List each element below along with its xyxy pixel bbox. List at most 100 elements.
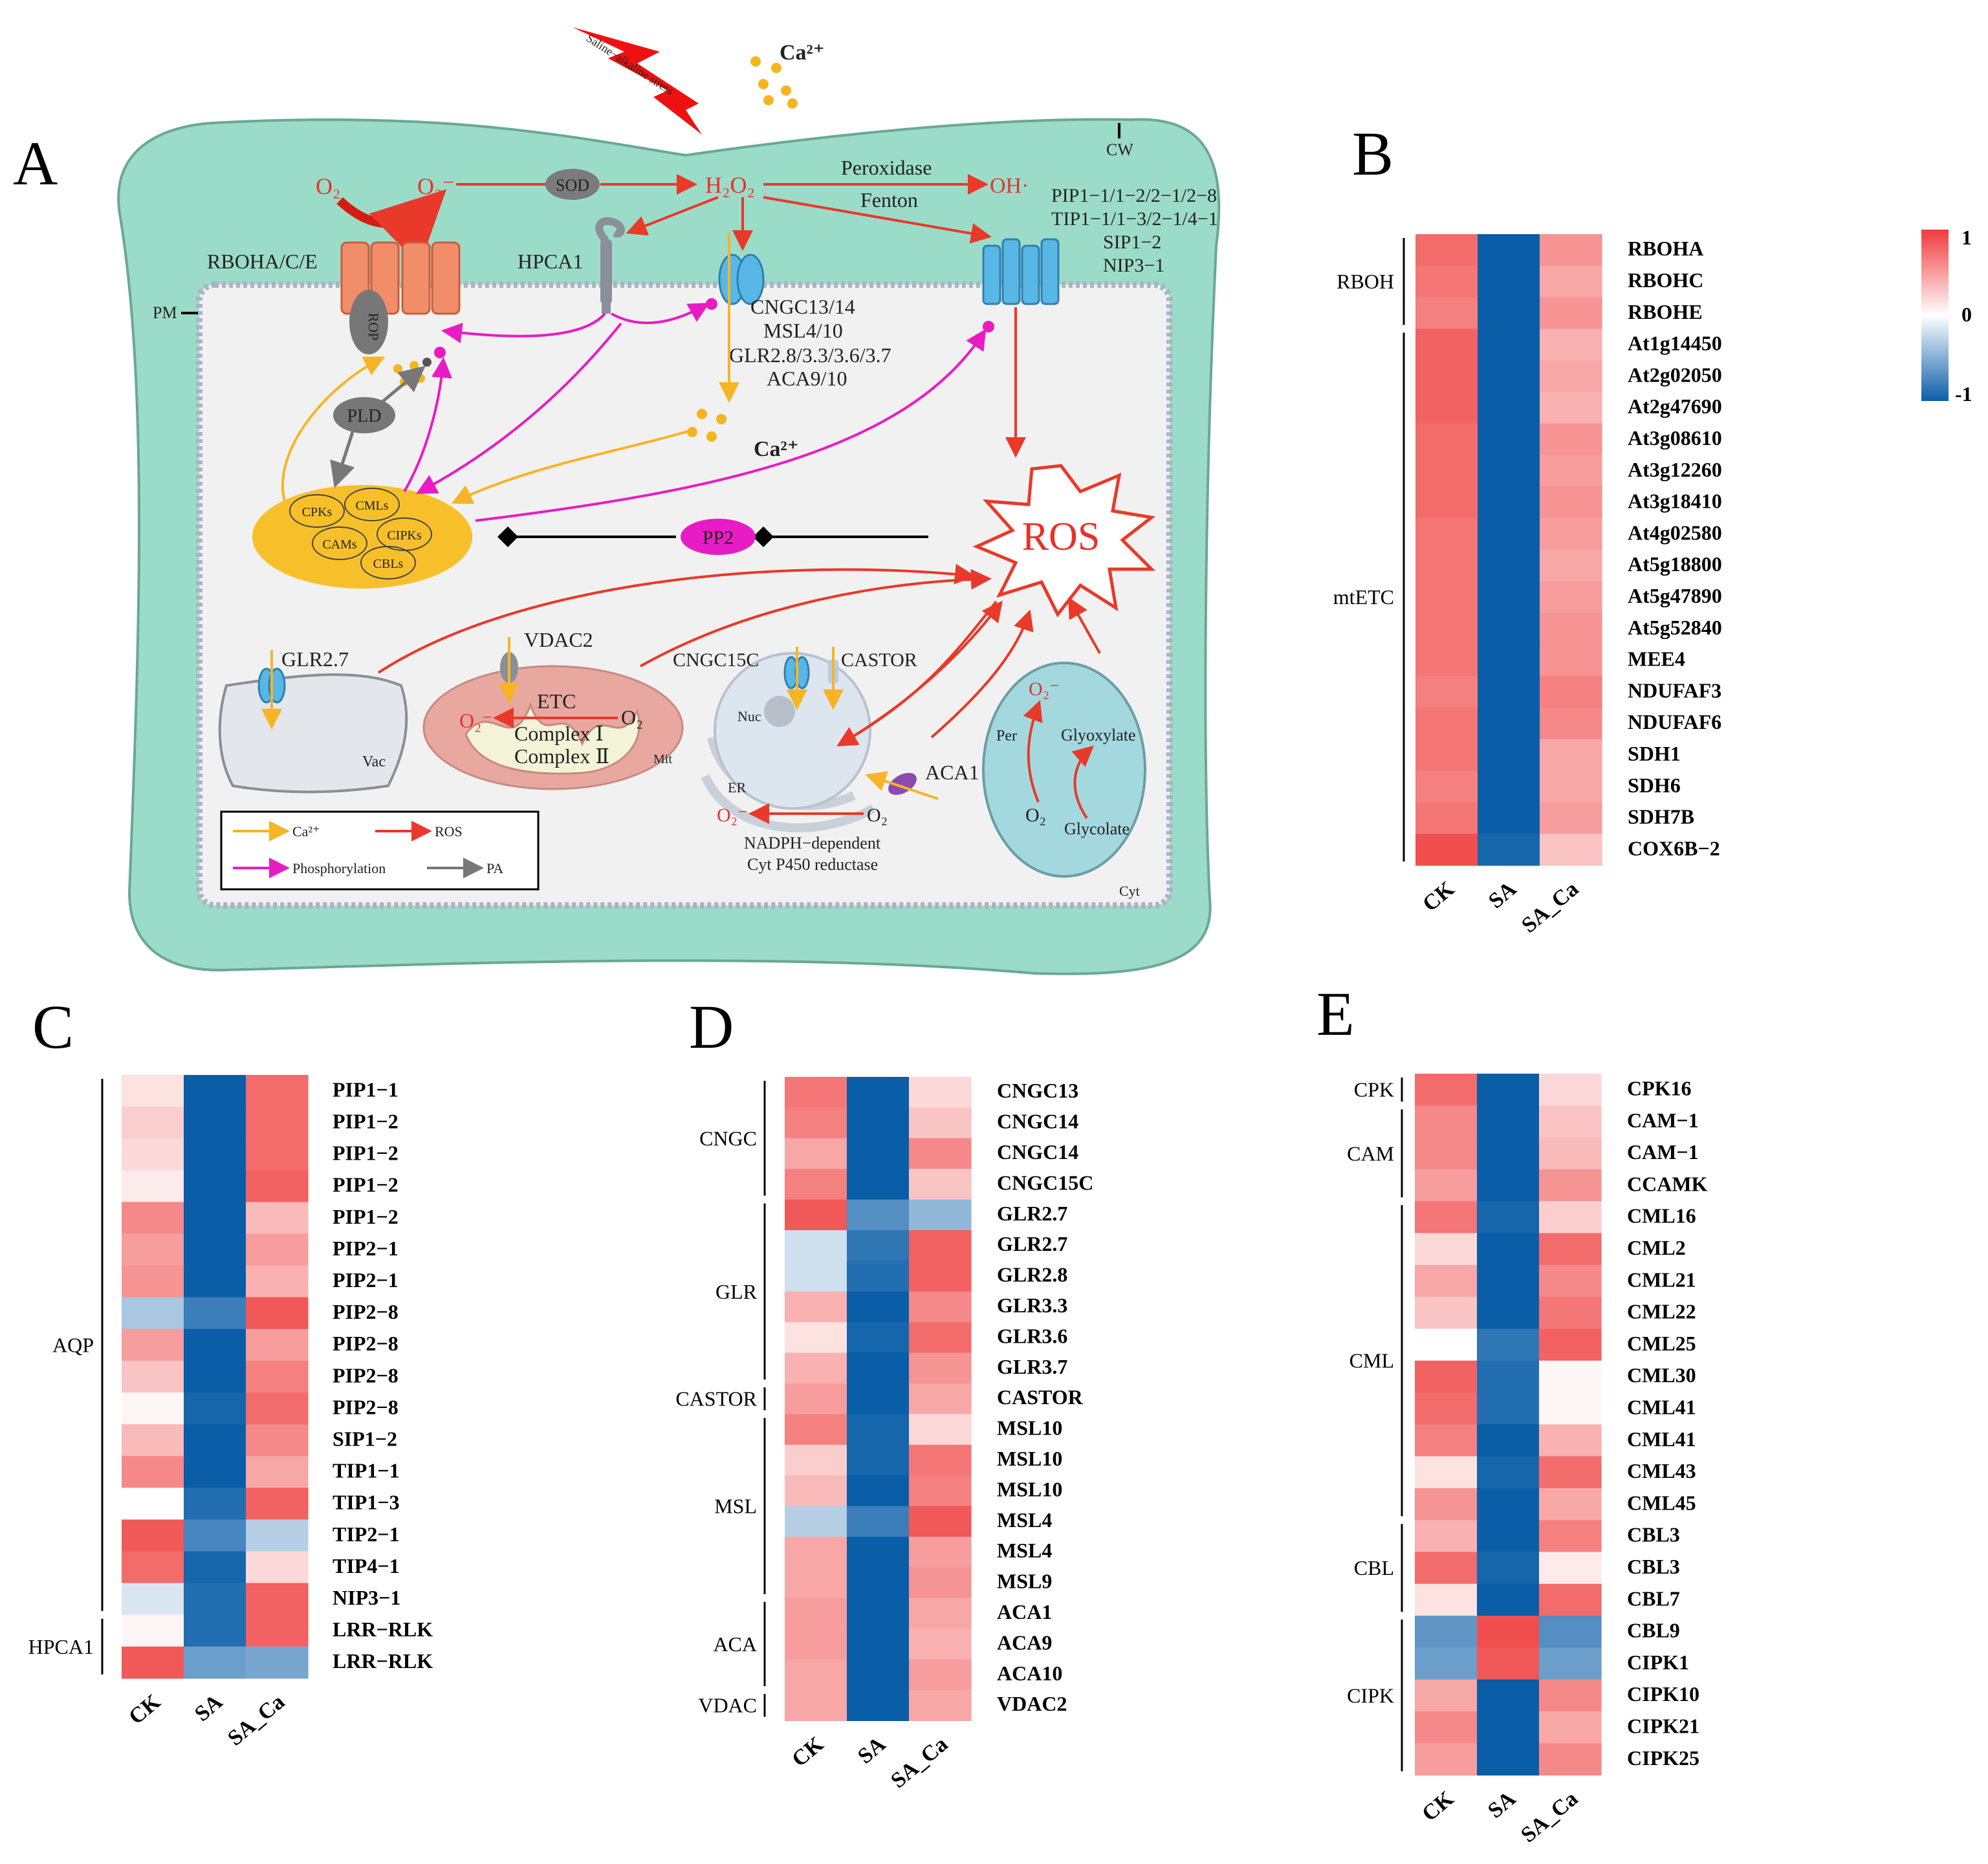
column-label: CK [1418, 876, 1459, 916]
sensor-cipks: CIPKs [387, 528, 422, 543]
heatmap-cell [785, 1169, 847, 1200]
heatmap-cell [1415, 1264, 1478, 1297]
row-label: PIP2−8 [333, 1300, 399, 1323]
heatmap-cell [1540, 455, 1602, 487]
castor-label: CASTOR [841, 649, 917, 671]
colorbar-mid: 0 [1961, 303, 1972, 326]
column-label: SA_Ca [1516, 1786, 1582, 1847]
row-label: CNGC14 [997, 1140, 1078, 1164]
heatmap-cell [1415, 802, 1478, 834]
heatmap-cell [246, 1075, 309, 1107]
arrow-ca-aca1 [865, 771, 939, 800]
row-label: NDUFAF3 [1628, 678, 1721, 702]
row-label: NIP3−1 [333, 1586, 400, 1609]
heatmap-cell [785, 1107, 847, 1139]
heatmap-cell [184, 1170, 246, 1202]
heatmap-cell [246, 1265, 309, 1298]
heatmap-cell [785, 1414, 847, 1446]
heatmap-cell [909, 1230, 972, 1261]
heatmap-cell [184, 1583, 246, 1616]
heatmap-cell [122, 1328, 184, 1361]
row-label: CML41 [1627, 1427, 1696, 1451]
o2-per: O₂ [1025, 805, 1046, 826]
heatmap-cell [184, 1075, 246, 1107]
row-label: MSL4 [997, 1539, 1052, 1562]
heatmap-cell [1415, 581, 1478, 614]
heatmap-cell [1478, 802, 1540, 834]
heatmap-cell [1477, 1743, 1540, 1776]
heatmap-cell [1415, 1679, 1478, 1712]
heatmap-cell [1478, 392, 1540, 424]
heatmap-cell [909, 1444, 972, 1476]
heatmap-cell [1478, 265, 1540, 298]
row-label: CML43 [1627, 1459, 1696, 1482]
row-label: PIP2−1 [333, 1237, 399, 1260]
heatmap-cell [1415, 1201, 1478, 1234]
heatmap-cell [909, 1199, 972, 1231]
legend-ca-label: Ca²⁺ [292, 823, 320, 840]
heatmap-cell [785, 1322, 847, 1354]
row-label: CML16 [1627, 1204, 1696, 1228]
heatmap-cell [1477, 1583, 1540, 1616]
heatmap-cell [847, 1077, 910, 1108]
row-label: CBL3 [1627, 1555, 1680, 1578]
heatmap-cell [122, 1138, 184, 1171]
heatmap-cell [1540, 708, 1602, 740]
row-label: GLR2.8 [997, 1263, 1067, 1286]
heatmap-cell [785, 1291, 847, 1323]
panel-label-e: E [1316, 979, 1355, 1048]
heatmap-cell [1539, 1137, 1602, 1170]
row-label: CML45 [1627, 1491, 1696, 1514]
row-label: LRR−RLK [333, 1649, 433, 1673]
heatmap-cell [1477, 1169, 1540, 1202]
aqp-list-2: TIP1−1/1−3/2−1/4−1 [1051, 208, 1218, 230]
group-label: GLR [715, 1280, 758, 1303]
heatmap-cell [246, 1138, 309, 1171]
etc-label: ETC [537, 689, 576, 713]
heatmap-cell [122, 1519, 184, 1552]
heatmap-cell [1539, 1233, 1602, 1266]
column-label: SA [853, 1732, 890, 1769]
column-label: SA [1484, 877, 1521, 914]
heatmap-cell [1415, 1169, 1478, 1202]
cw-label: CW [1106, 140, 1133, 159]
p450-label: Cyt P450 reductase [747, 855, 878, 874]
legend-box [220, 810, 540, 891]
row-label: CBL3 [1627, 1523, 1680, 1546]
heatmap-cell [847, 1444, 910, 1476]
heatmap-cell [246, 1583, 309, 1616]
heatmap-cell [246, 1424, 309, 1457]
row-label: At5g52840 [1628, 616, 1722, 639]
row-label: SDH6 [1628, 774, 1681, 797]
heatmap-cell [847, 1352, 910, 1384]
arrow-glycolate-glyoxylate [1071, 745, 1095, 819]
heatmap-cell [1540, 550, 1602, 582]
heatmap-cell [847, 1199, 910, 1231]
fenton-label: Fenton [860, 188, 918, 211]
cngc15c-label: CNGC15C [673, 649, 759, 671]
arrow-mito-ros [640, 569, 992, 667]
sod-enzyme [545, 169, 600, 200]
aca1-label: ACA1 [925, 761, 979, 784]
arrow-phos-hpca1-cngc [611, 303, 710, 325]
heatmap-cell [785, 1261, 847, 1292]
heatmap-cell [1477, 1520, 1540, 1553]
heatmap-cell [184, 1107, 246, 1139]
pm-label: PM [153, 303, 177, 322]
heatmap-cell [184, 1138, 246, 1171]
phospho-dot-cngc [706, 298, 717, 310]
heatmap-cell [785, 1475, 847, 1507]
heatmap-cell [847, 1659, 910, 1691]
row-label: GLR3.6 [997, 1324, 1067, 1347]
heatmap-cell [1477, 1424, 1540, 1457]
heatmap-cell [1415, 708, 1478, 740]
group-label: CASTOR [675, 1387, 757, 1411]
heatmap-b: RBOHARBOHCRBOHEAt1g14450At2g02050At2g476… [1333, 234, 1722, 938]
calcium-label-top: Ca²⁺ [780, 41, 825, 65]
row-label: PIP2−8 [333, 1363, 399, 1387]
heatmap-cell [246, 1614, 309, 1647]
group-label: mtETC [1333, 585, 1394, 609]
heatmap-cell [1415, 1743, 1478, 1776]
glyoxylate-label: Glyoxylate [1061, 726, 1136, 744]
heatmap-cell [1539, 1360, 1602, 1393]
